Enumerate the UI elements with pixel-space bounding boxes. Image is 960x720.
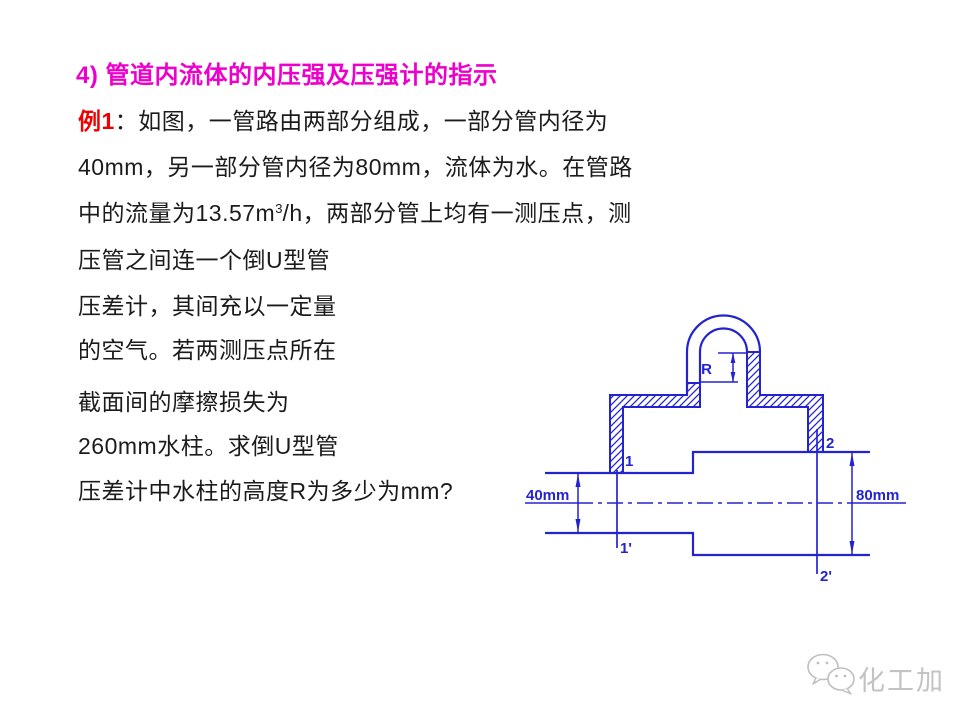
section-lines — [616, 429, 818, 574]
problem-line-5: 压差计，其间充以一定量 — [78, 293, 337, 319]
slide-title: 4) 管道内流体的内压强及压强计的指示 — [76, 62, 498, 89]
water-columns — [609, 351, 824, 474]
dimension-40mm — [575, 473, 581, 533]
problem-line-8: 260mm水柱。求倒U型管 — [78, 433, 339, 459]
watermark-text: 化工加 — [858, 666, 945, 696]
example-label: 例1 — [78, 108, 115, 134]
arrow-up — [849, 453, 855, 466]
problem-line-4: 压管之间连一个倒U型管 — [78, 247, 331, 273]
problem-line-2: 40mm，另一部分管内径为80mm，流体为水。在管路 — [78, 154, 633, 180]
problem-line-7: 截面间的摩擦损失为 — [78, 389, 290, 415]
problem-line-1-text: ：如图，一管路由两部分组成，一部分管内径为 — [114, 108, 609, 134]
arrow-up — [730, 353, 736, 363]
dimension-R — [700, 352, 747, 383]
wechat-bubbles-icon — [807, 653, 855, 695]
problem-line-3-post: /h，两部分管上均有一测压点，测 — [282, 200, 632, 226]
label-40mm: 40mm — [526, 487, 569, 504]
problem-line-1: 例1：如图，一管路由两部分组成，一部分管内径为 — [78, 102, 608, 136]
pipe-manometer-diagram: R 40mm 80mm 1 1' 2 2' — [525, 314, 906, 585]
label-R: R — [701, 361, 712, 378]
problem-line-9: 压差计中水柱的高度R为多少为mm? — [78, 478, 454, 504]
label-point-1-prime: 1' — [620, 540, 632, 557]
problem-line-3: 中的流量为13.57m3/h，两部分管上均有一测压点，测 — [78, 194, 632, 228]
arrow-down — [849, 541, 855, 554]
label-point-2: 2 — [826, 435, 834, 452]
superscript-3: 3 — [275, 201, 283, 216]
right-water-column — [746, 351, 824, 453]
arrow-up — [575, 474, 581, 487]
arrow-down — [730, 372, 736, 382]
problem-line-3-pre: 中的流量为13.57m — [78, 200, 276, 226]
label-point-2-prime: 2' — [820, 568, 832, 585]
inverted-u-tube — [685, 314, 762, 395]
label-80mm: 80mm — [856, 487, 899, 504]
arrow-down — [575, 519, 581, 532]
problem-line-6: 的空气。若两测压点所在 — [78, 337, 337, 363]
dimension-80mm — [849, 452, 855, 555]
watermark: 化工加 — [800, 648, 960, 698]
label-point-1: 1 — [625, 453, 633, 470]
left-water-column — [609, 382, 701, 474]
